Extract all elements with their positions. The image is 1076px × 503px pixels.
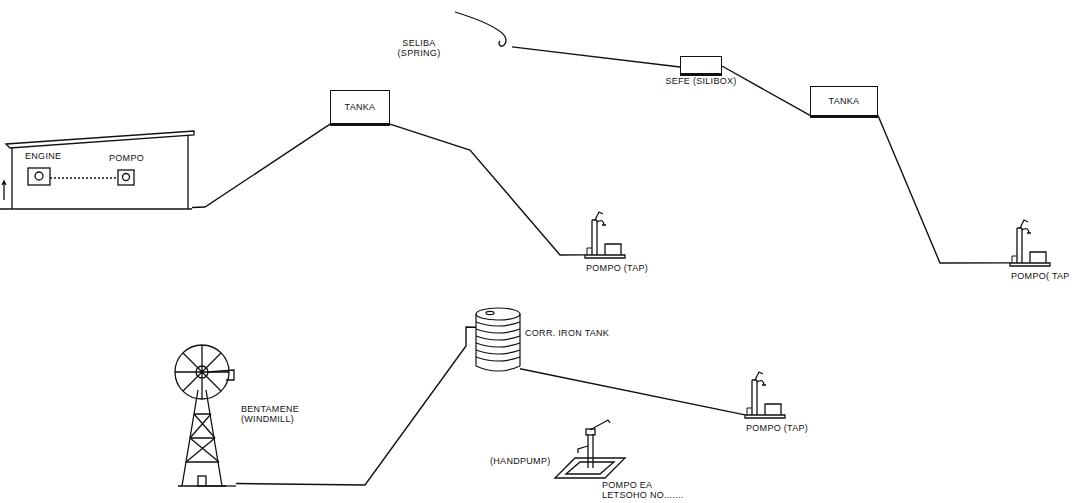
tap-symbol — [1010, 220, 1050, 266]
node-label: POMPO (TAP) — [585, 263, 649, 273]
node-label: TANKA — [344, 102, 377, 112]
water-pipe — [878, 115, 1010, 263]
tank-box: TANKA — [810, 86, 878, 118]
node-label: (HANDPUMP) — [489, 456, 552, 466]
water-pipe — [390, 124, 585, 255]
node-label: POMPO( TAP — [1010, 271, 1071, 281]
water-pipe — [192, 124, 330, 207]
tap-node: POMPO (TAP) — [745, 373, 785, 418]
corrugated-tank-node: CORR. IRON TANK — [476, 308, 520, 372]
windmill-node: BENTAMENE (WINDMILL) — [168, 340, 236, 488]
engine-house — [0, 131, 194, 209]
spring-line — [455, 12, 506, 46]
corrugated-tank — [476, 308, 520, 371]
water-pipe — [722, 66, 810, 115]
water-pipe — [512, 47, 680, 67]
water-pipe — [520, 369, 745, 415]
silibox: SEFE (SILIBOX) — [680, 56, 722, 76]
windmill-symbol — [175, 345, 236, 486]
node-label: ENGINE — [24, 151, 62, 161]
tap-node: POMPO (TAP) — [585, 213, 625, 258]
tap-symbol — [745, 372, 785, 418]
node-label: BENTAMENE (WINDMILL) — [240, 404, 306, 424]
node-label: CORR. IRON TANK — [524, 328, 610, 338]
tank-box: TANKA — [330, 90, 390, 126]
handpump-symbol — [555, 420, 625, 478]
node-label: SELIBA (SPRING) — [388, 38, 450, 58]
handpump-node: (HANDPUMP)POMPO EA LETSOHO NO....... — [555, 420, 625, 480]
node-label: SEFE (SILIBOX) — [664, 76, 737, 86]
node-label: TANKA — [828, 96, 861, 106]
node-label: POMPO — [108, 153, 145, 163]
node-label: POMPO (TAP) — [745, 423, 809, 433]
tap-node: POMPO( TAP — [1010, 221, 1050, 266]
water-pipe — [236, 327, 476, 485]
node-label: POMPO EA LETSOHO NO....... — [601, 480, 685, 500]
tap-symbol — [585, 212, 625, 258]
engine-house-node: ENGINE POMPO — [10, 131, 192, 209]
spring-node: SELIBA (SPRING) — [388, 8, 512, 62]
